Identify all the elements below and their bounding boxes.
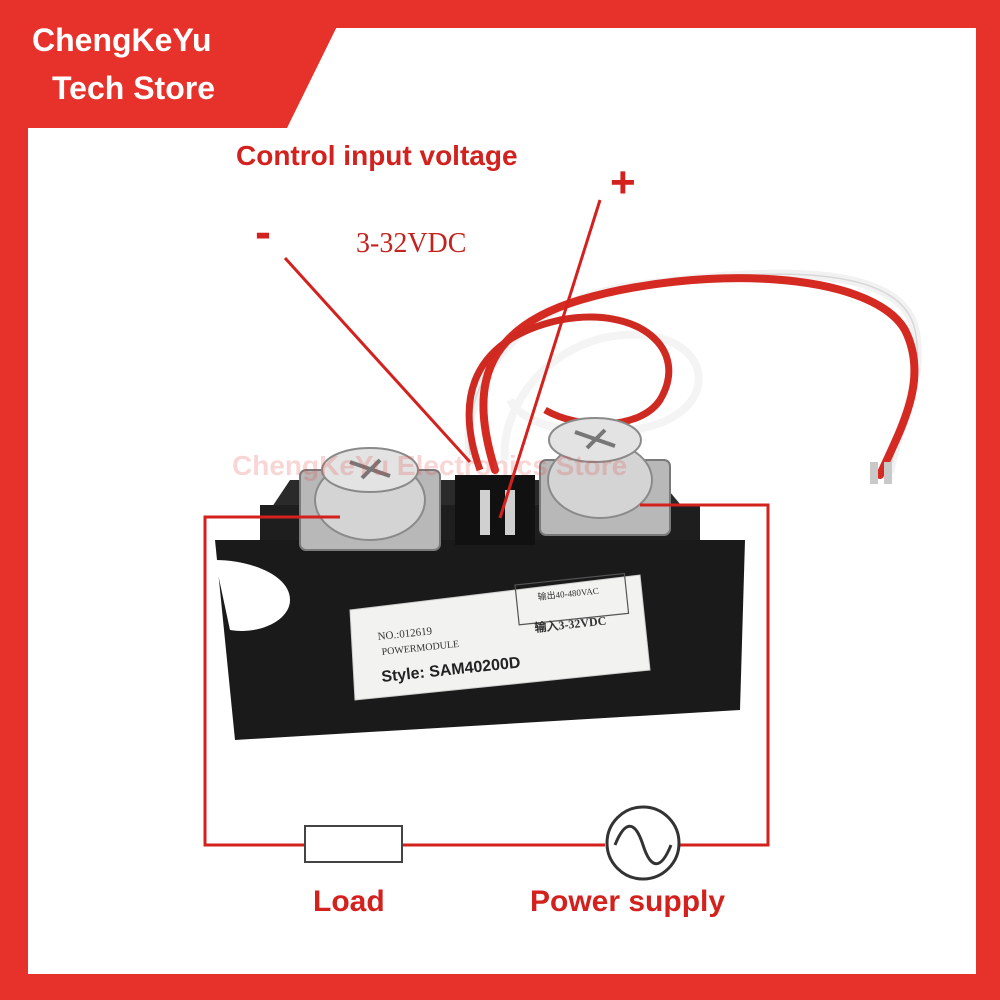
store-watermark: ChengKeYu Electronics Store bbox=[232, 450, 628, 481]
red-control-wire bbox=[479, 274, 919, 479]
wire-tip-1 bbox=[870, 462, 878, 484]
control-input-voltage-label: Control input voltage bbox=[236, 140, 518, 171]
wire-tip-2 bbox=[884, 462, 892, 484]
nameplate bbox=[349, 574, 651, 701]
minus-indicator-line bbox=[283, 256, 472, 464]
load-label: Load bbox=[313, 885, 385, 918]
control-terminal-block bbox=[455, 475, 535, 545]
minus-symbol: - bbox=[255, 206, 271, 259]
right-screw-slot bbox=[574, 428, 616, 450]
voltage-range-label: 3-32VDC bbox=[356, 228, 467, 259]
left-screw-slot bbox=[349, 458, 391, 480]
circuit-right-segment bbox=[640, 503, 770, 847]
mount-slot bbox=[215, 560, 290, 631]
wiring-symbol-box bbox=[514, 572, 630, 626]
store-brand-badge: ChengKeYu Tech Store bbox=[0, 0, 350, 128]
brand-name-line1: ChengKeYu bbox=[32, 22, 212, 58]
brand-name-line2: Tech Store bbox=[52, 70, 215, 106]
circuit-loop bbox=[203, 515, 340, 847]
power-supply-label: Power supply bbox=[530, 885, 726, 918]
module-serial: NO.:012619 bbox=[377, 625, 433, 643]
plus-symbol: + bbox=[610, 158, 636, 207]
control-pin-left bbox=[480, 490, 490, 535]
plus-indicator-line bbox=[498, 199, 602, 519]
load-resistor-symbol bbox=[304, 825, 403, 863]
circuit-wiring bbox=[203, 199, 770, 847]
control-pin-right bbox=[505, 490, 515, 535]
sine-wave-icon bbox=[613, 824, 673, 866]
